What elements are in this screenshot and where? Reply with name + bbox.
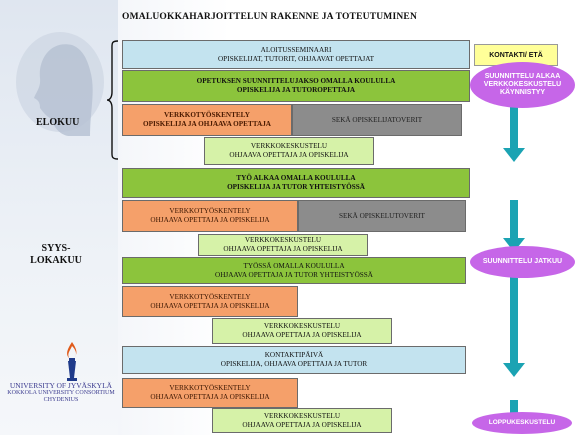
box-verkkokeskustelu-3: VERKKOKESKUSTELU OHJAAVA OPETTAJA JA OPI… [212, 318, 392, 344]
verkkotyo-4-participants: OHJAAVA OPETTAJA JA OPISKELIJA [150, 393, 270, 401]
verkkokeskustelu-3-participants: OHJAAVA OPETTAJA JA OPISKELIJA [242, 331, 362, 339]
aloitusseminaari-participants: OPISKELIJAT, TUTORIT, OHJAAVAT OPETTAJAT [217, 54, 375, 63]
profile-watermark [16, 32, 104, 136]
label-synteesi-line-2: ARVIOINNISTA VALMISTUU [474, 392, 567, 399]
box-kontaktipaiva: KONTAKTIPÄIVÄ OPISKELIJA, OHJAAVA OPETTA… [122, 346, 466, 374]
verkkotyo-1-title: VERKKOTYÖSKENTELY [163, 111, 250, 119]
label-synteesi-line-1: SYNTEESI OMAN TOIMINNAN [470, 384, 571, 391]
box-aloitusseminaari: ALOITUSSEMINAARI OPISKELIJAT, TUTORIT, O… [122, 40, 470, 69]
box-verkkokeskustelu-1: VERKKOKESKUSTELU OHJAAVA OPETTAJA JA OPI… [204, 137, 374, 165]
verkkokeskustelu-4-title: VERKKOKESKUSTELU [263, 411, 341, 420]
verkkotyo-1-participants: OPISKELIJA JA OHJAAVA OPETTAJA [142, 120, 271, 128]
oval-2-text: SUUNNITTELU JATKUU [482, 258, 563, 265]
phase-syys-line1: SYYS- [41, 243, 71, 254]
verkkokeskustelu-1-participants: OHJAAVA OPETTAJA JA OPISKELIJA [229, 151, 349, 159]
label-jatkuu-1-line-2: UUSI VERKKOKESKUSTELU [473, 176, 570, 183]
box-verkkotyo-2: VERKKOTYÖSKENTELY OHJAAVA OPETTAJA JA OP… [122, 200, 298, 232]
timeline-arrowhead-1 [503, 148, 525, 162]
label-jatkuu-1-line-1: SUUNNITTELU JATKUU [481, 168, 562, 175]
verkkotyo-3-title: VERKKOTYÖSKENTELY [169, 292, 251, 301]
tyossa-participants: OHJAAVA OPETTAJA JA TUTOR YHTEISTYÖSSÄ [215, 270, 373, 279]
diagram-title: OMALUOKKAHARJOITTELUN RAKENNE JA TOTEUTU… [122, 12, 418, 22]
tyo-alkaa-participants: OPISKELIJA JA TUTOR YHTEISTYÖSSÄ [227, 183, 365, 191]
label-jatkuu-1-line-3: KÄYNNISTYY [498, 184, 545, 191]
verkkotyo-4-title: VERKKOTYÖSKENTELY [169, 384, 251, 392]
kontaktipaiva-participants: OPISKELIJA, OHJAAVA OPETTAJA JA TUTOR [220, 360, 368, 368]
kontaktipaiva-title: KONTAKTIPÄIVÄ [264, 351, 324, 359]
phase-elokuu: ELOKUU [36, 117, 80, 128]
box-verkkotyo-4: VERKKOTYÖSKENTELY OHJAAVA OPETTAJA JA OP… [122, 378, 298, 408]
label-suunnittelu-jatkuu-1: SUUNNITTELU JATKUU UUSI VERKKOKESKUSTELU… [468, 168, 575, 192]
phase-syys-lokakuu: SYYS- LOKAKUU [26, 243, 86, 267]
timeline-arrow-segment-3 [510, 275, 518, 365]
opiskelutoverit-text: SEKÄ OPISKELUTOVERIT [339, 211, 425, 220]
tyo-alkaa-title: TYÖ ALKAA OMALLA KOULULLA [236, 174, 356, 182]
box-suunnittelujakso: OPETUKSEN SUUNNITTELUJAKSO OMALLA KOULUL… [122, 70, 470, 102]
verkkokeskustelu-3-title: VERKKOKESKUSTELU [263, 322, 341, 330]
verkkotyo-3-participants: OHJAAVA OPETTAJA JA OPISKELIJA [150, 301, 270, 310]
oval-suunnittelu-jatkuu: SUUNNITTELU JATKUU [470, 246, 575, 278]
verkkotyo-2-participants: OHJAAVA OPETTAJA JA OPISKELIJA [150, 216, 270, 224]
phase-syys-line2: LOKAKUU [30, 255, 82, 266]
verkkokeskustelu-4-participants: OHJAAVA OPETTAJA JA OPISKELIJA [242, 420, 362, 429]
aloitusseminaari-title: ALOITUSSEMINAARI [260, 45, 332, 54]
timeline-arrowhead-3 [503, 363, 525, 377]
box-verkkotyo-1: VERKKOTYÖSKENTELY OPISKELIJA JA OHJAAVA … [122, 104, 292, 136]
opiskelijatoverit-text: SEKÄ OPISKELIJATOVERIT [331, 115, 423, 124]
box-verkkokeskustelu-2: VERKKOKESKUSTELU OHJAAVA OPETTAJA JA OPI… [198, 234, 368, 256]
elokuu-brace [106, 40, 119, 160]
suunnittelujakso-participants: OPISKELIJA JA TUTOROPETTAJA [236, 86, 356, 94]
box-verkkokeskustelu-4: VERKKOKESKUSTELU OHJAAVA OPETTAJA JA OPI… [212, 408, 392, 433]
timeline-arrow-segment-2 [510, 200, 518, 240]
oval-3-text: LOPPUKESKUSTELU [488, 419, 556, 426]
box-opiskelijatoverit: SEKÄ OPISKELIJATOVERIT [292, 104, 462, 136]
label-synteesi: SYNTEESI OMAN TOIMINNAN ARVIOINNISTA VAL… [466, 384, 575, 400]
suunnittelujakso-title: OPETUKSEN SUUNNITTELUJAKSO OMALLA KOULUL… [196, 77, 396, 85]
university-unit: CHYDENIUS [43, 397, 79, 403]
oval-1-line-3: KÄYNNISTYY [499, 89, 546, 96]
verkkokeskustelu-2-title: VERKKOKESKUSTELU [244, 236, 322, 244]
box-tyo-alkaa: TYÖ ALKAA OMALLA KOULULLA OPISKELIJA JA … [122, 168, 470, 198]
box-verkkotyo-3: VERKKOTYÖSKENTELY OHJAAVA OPETTAJA JA OP… [122, 286, 298, 317]
oval-1-line-2: VERKKOKESKUSTELU [483, 81, 562, 88]
tyossa-title: TYÖSSÄ OMALLA KOULULLA [243, 261, 345, 270]
verkkotyo-2-title: VERKKOTYÖSKENTELY [169, 207, 251, 215]
timeline-arrow-segment-4 [510, 400, 518, 414]
torch-logo-icon [67, 342, 77, 381]
oval-1-line-1: SUUNNITTELU ALKAA [484, 73, 561, 80]
university-text: UNIVERSITY OF JYVÄSKYLÄ KOKKOLA UNIVERSI… [0, 381, 122, 404]
oval-loppukeskustelu: LOPPUKESKUSTELU [472, 412, 572, 434]
university-consortium: KOKKOLA UNIVERSITY CONSORTIUM [7, 390, 115, 396]
university-name: UNIVERSITY OF JYVÄSKYLÄ [9, 381, 113, 390]
oval-suunnittelu-alkaa: SUUNNITTELU ALKAA VERKKOKESKUSTELU KÄYNN… [470, 62, 575, 108]
box-opiskelutoverit: SEKÄ OPISKELUTOVERIT [298, 200, 466, 232]
box-tyossa: TYÖSSÄ OMALLA KOULULLA OHJAAVA OPETTAJA … [122, 257, 466, 284]
verkkokeskustelu-1-title: VERKKOKESKUSTELU [250, 142, 328, 150]
verkkokeskustelu-2-participants: OHJAAVA OPETTAJA JA OPISKELIJA [223, 245, 343, 253]
